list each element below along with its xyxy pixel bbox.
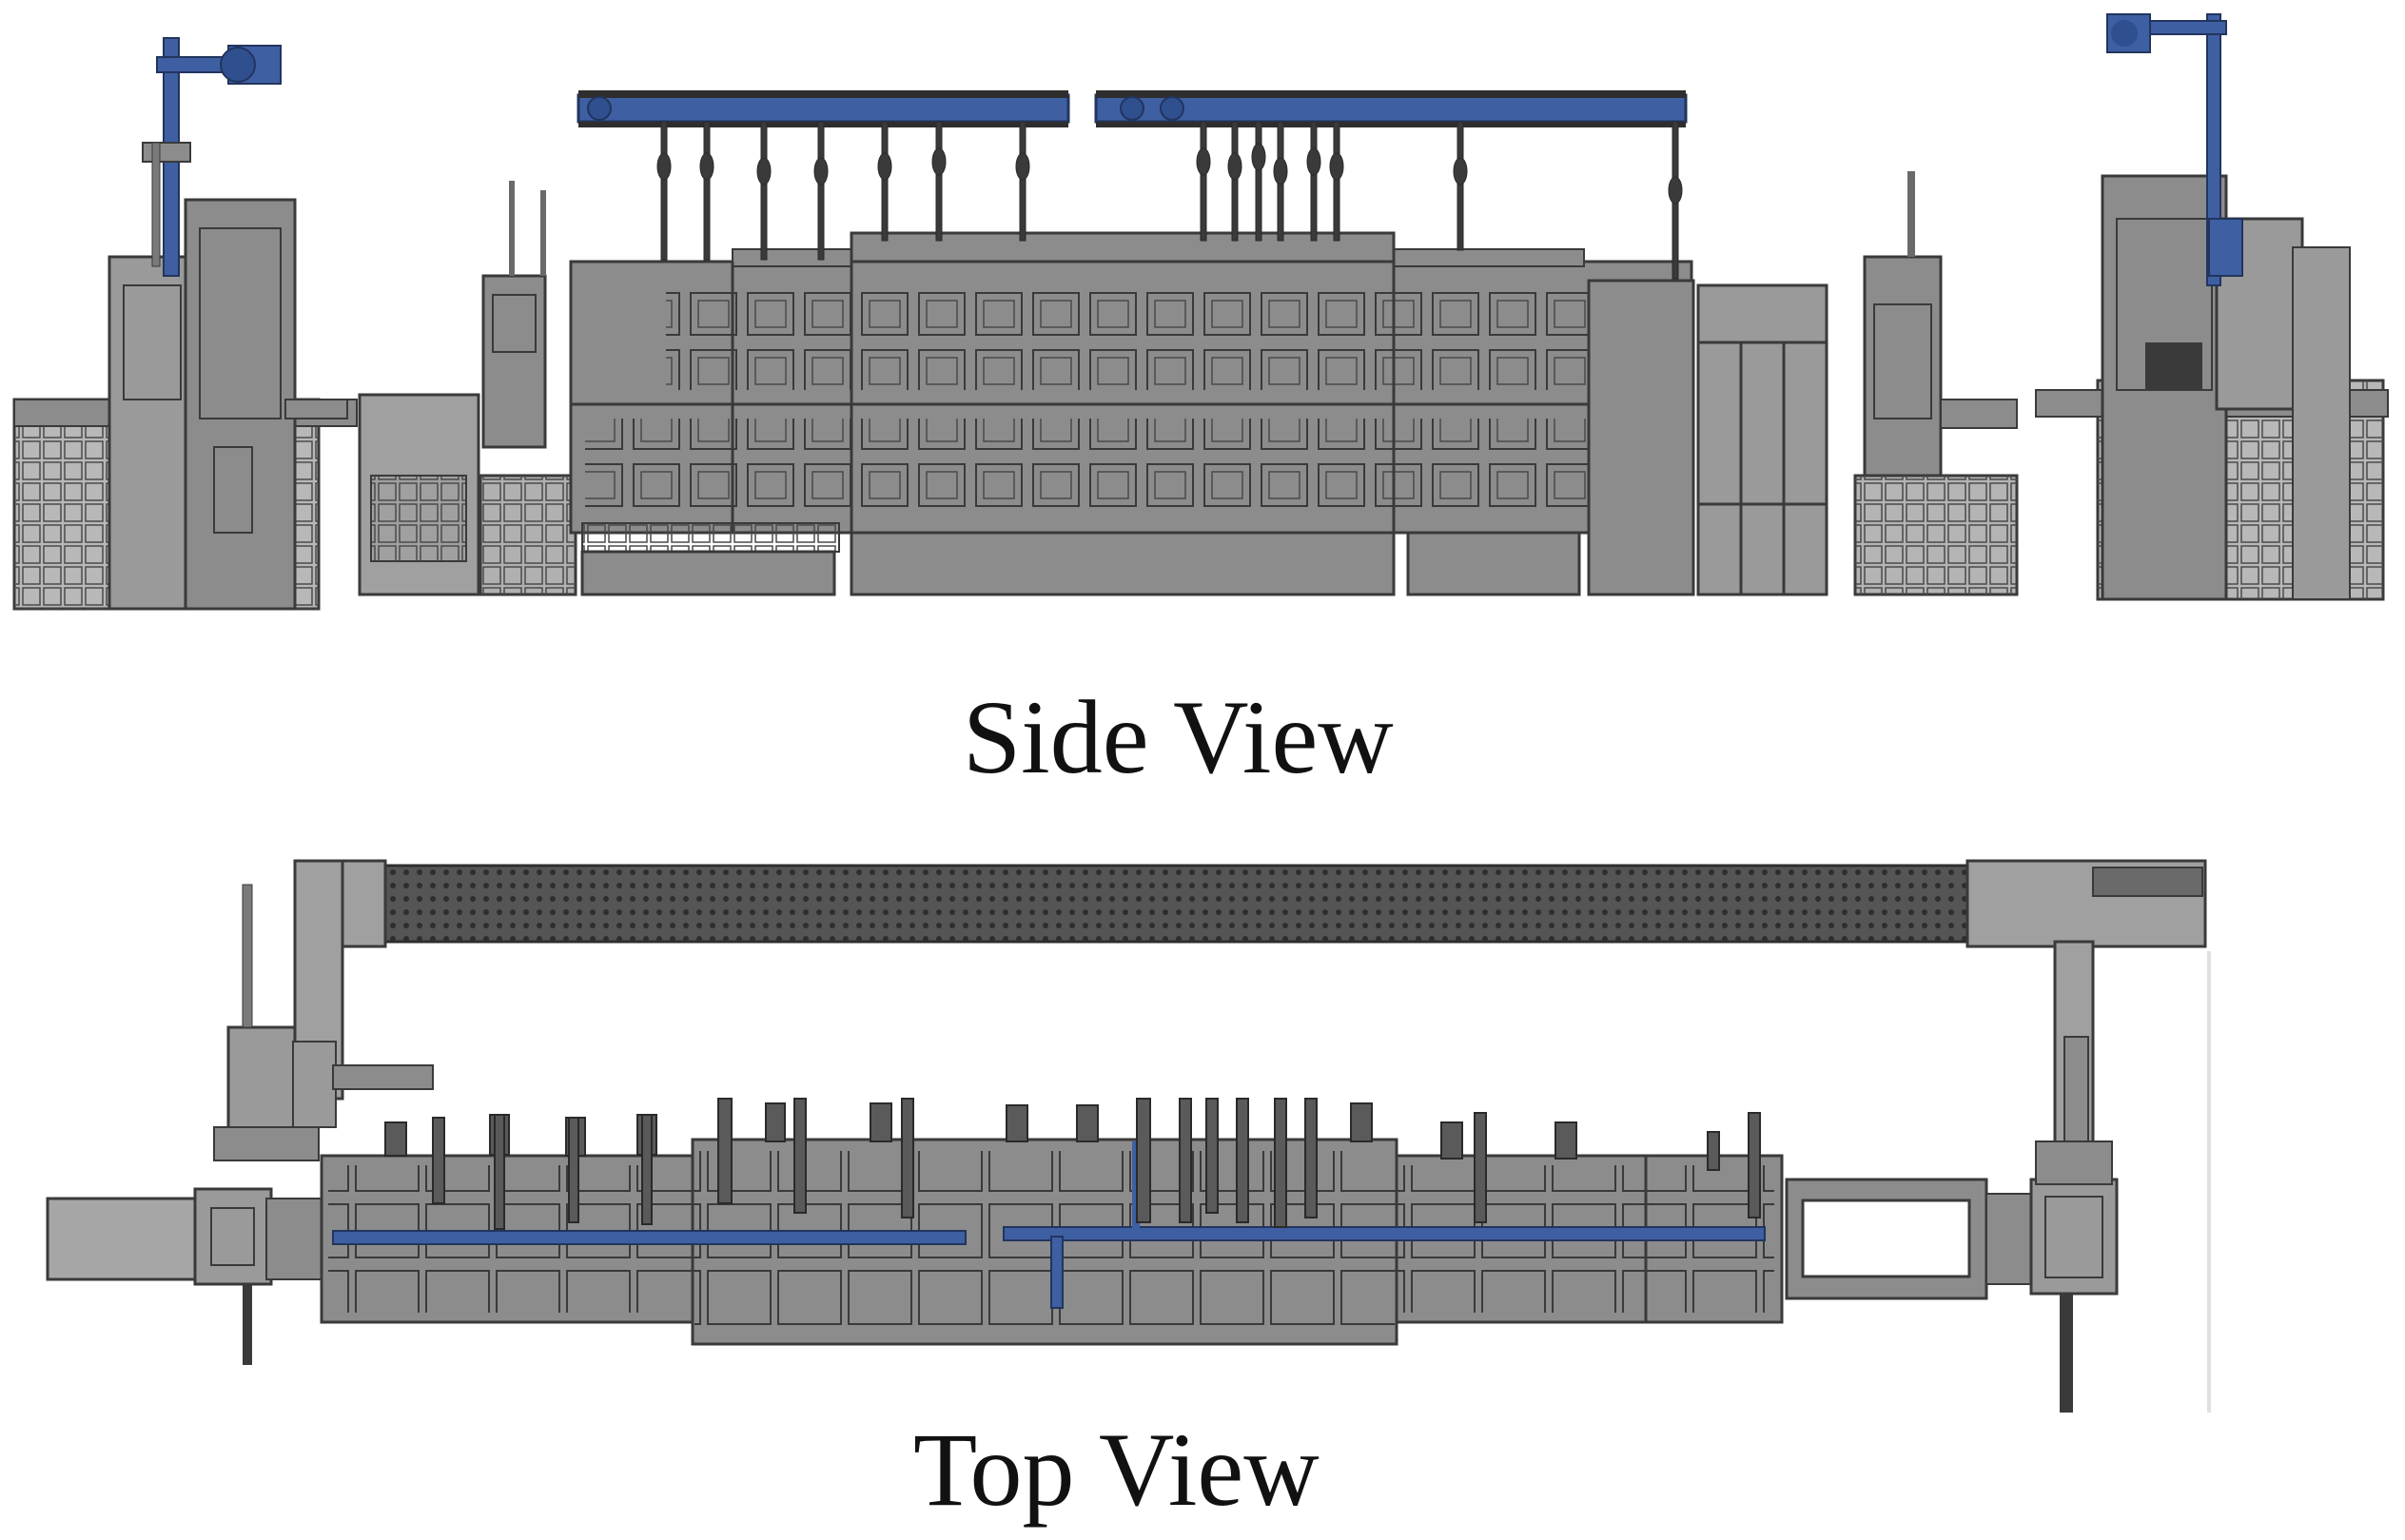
left-end-unit bbox=[12, 37, 358, 611]
side-view-drawing bbox=[12, 13, 2389, 611]
right-transfer-unit bbox=[1785, 951, 2211, 1413]
entry-modules bbox=[358, 181, 577, 596]
left-transfer-unit bbox=[46, 884, 434, 1365]
top-view-drawing bbox=[46, 859, 2211, 1413]
overhead-manifold-right bbox=[1094, 90, 1688, 127]
process-lines-top bbox=[332, 1141, 1766, 1309]
riser-stubs-top bbox=[384, 1098, 1761, 1230]
furnace-body-side bbox=[569, 231, 1693, 596]
side-view-caption: Side View bbox=[963, 679, 1394, 795]
top-view-caption: Top View bbox=[913, 1412, 1320, 1528]
drop-pipes bbox=[656, 121, 1683, 280]
right-end-unit bbox=[2035, 13, 2389, 601]
return-conveyor bbox=[293, 859, 2207, 1162]
exit-modules bbox=[1587, 171, 2019, 596]
